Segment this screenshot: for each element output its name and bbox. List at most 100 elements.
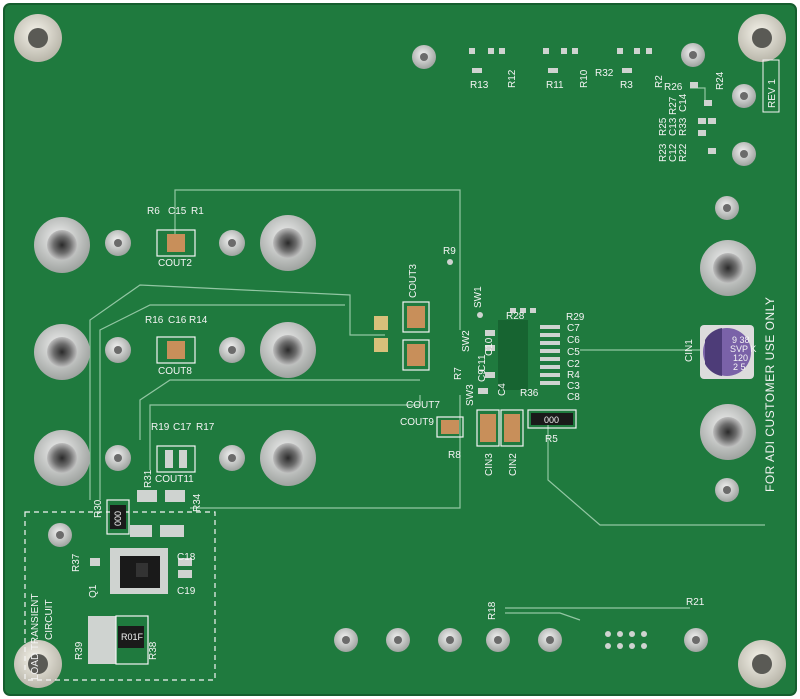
small-pads-top <box>469 48 716 154</box>
resistor-r38: R01F <box>88 615 149 665</box>
label-c6: C6 <box>567 335 580 346</box>
terminal-hole[interactable] <box>260 215 316 271</box>
load-transient-label: LOAD TRANSIENT <box>30 594 41 681</box>
resistor-r5: 000 <box>527 409 577 429</box>
label-c14: C14 <box>678 93 689 112</box>
capacitor-cout7 <box>402 339 430 371</box>
svg-text:000: 000 <box>544 415 559 425</box>
header-connector <box>605 631 647 649</box>
capacitor-cout2 <box>156 229 196 257</box>
label-r14: R14 <box>189 315 208 326</box>
label-r18: R18 <box>487 601 498 620</box>
load-transient-label-2: CIRCUIT <box>44 599 55 640</box>
terminal-hole[interactable] <box>34 217 90 273</box>
label-r25: R25 <box>658 117 669 136</box>
label-r21: R21 <box>686 597 705 608</box>
label-c3: C3 <box>567 381 580 392</box>
label-r37: R37 <box>71 553 82 572</box>
label-c12: C12 <box>668 143 679 162</box>
label-c7: C7 <box>567 323 580 334</box>
terminal-hole[interactable] <box>34 324 90 380</box>
standoff-top-left <box>14 14 62 62</box>
label-c17: C17 <box>173 422 192 433</box>
terminal-hole[interactable] <box>34 430 90 486</box>
label-cout3: COUT3 <box>408 264 419 298</box>
test-point-holes <box>56 51 748 644</box>
label-r28: R28 <box>506 311 525 322</box>
label-cin3: CIN3 <box>484 453 495 476</box>
terminal-hole[interactable] <box>700 404 756 460</box>
label-r34: R34 <box>192 493 203 512</box>
label-r17: R17 <box>196 422 215 433</box>
label-r9: R9 <box>443 246 456 257</box>
trace-lines <box>89 87 765 621</box>
label-r39: R39 <box>74 641 85 660</box>
label-c16: C16 <box>168 315 187 326</box>
label-c8: C8 <box>567 392 580 403</box>
label-q1: Q1 <box>88 584 99 598</box>
label-r1: R1 <box>191 206 204 217</box>
customer-notice: FOR ADI CUSTOMER USE ONLY <box>763 297 777 492</box>
capacitor-cout9 <box>436 416 464 438</box>
gold-pad <box>374 316 388 330</box>
label-r19: R19 <box>151 422 170 433</box>
label-cout7: COUT7 <box>406 400 440 411</box>
standoff-bottom-right <box>738 640 786 688</box>
transistor-q1 <box>90 548 192 594</box>
standoff-top-right <box>738 14 786 62</box>
label-c4: C4 <box>497 383 508 396</box>
label-r32: R32 <box>595 68 614 79</box>
capacitor-cout8 <box>156 336 196 364</box>
terminal-hole[interactable] <box>260 430 316 486</box>
label-r16: R16 <box>145 315 164 326</box>
svg-text:SVP K: SVP K <box>730 344 756 354</box>
label-cin2: CIN2 <box>508 453 519 476</box>
label-r12: R12 <box>507 69 518 88</box>
label-r2: R2 <box>654 75 665 88</box>
label-c9: C9 <box>477 369 488 382</box>
label-cout9: COUT9 <box>400 417 434 428</box>
label-c11: C11 <box>477 354 488 372</box>
label-r10: R10 <box>579 69 590 88</box>
label-c13: C13 <box>668 117 679 136</box>
svg-text:120: 120 <box>733 353 748 363</box>
label-sw2: SW2 <box>461 330 472 352</box>
label-r30: R30 <box>93 499 104 518</box>
revision-box: REV 1 <box>762 59 780 113</box>
label-c15: C15 <box>168 206 187 217</box>
svg-text:REV 1: REV 1 <box>767 79 778 108</box>
label-sw3: SW3 <box>465 384 476 406</box>
svg-text:R01F: R01F <box>121 632 144 642</box>
label-r36: R36 <box>520 388 539 399</box>
capacitor-cout11 <box>156 445 196 473</box>
label-r11: R11 <box>546 80 564 91</box>
standoff-bottom-left <box>14 640 62 688</box>
label-r23: R23 <box>658 143 669 162</box>
svg-text:2 5: 2 5 <box>733 362 746 372</box>
label-cout11: COUT11 <box>155 474 194 485</box>
label-sw1: SW1 <box>473 286 484 308</box>
label-r38: R38 <box>148 641 159 660</box>
terminal-hole[interactable] <box>700 240 756 296</box>
solder-mask <box>3 3 797 696</box>
label-r13: R13 <box>470 80 489 91</box>
label-c2: C2 <box>567 359 580 370</box>
label-cin1: CIN1 <box>684 339 695 362</box>
gold-pad <box>374 338 388 352</box>
resistor-r30 <box>106 499 130 535</box>
label-r4: R4 <box>567 370 580 381</box>
capacitor-cin3 <box>476 409 500 447</box>
label-c18: C18 <box>177 552 196 563</box>
label-r24: R24 <box>715 71 726 90</box>
label-r6: R6 <box>147 206 160 217</box>
ic-cluster <box>447 259 560 394</box>
label-r26: R26 <box>664 82 683 93</box>
terminal-hole[interactable] <box>260 322 316 378</box>
label-c19: C19 <box>177 586 196 597</box>
label-cout8: COUT8 <box>158 366 192 377</box>
label-r8: R8 <box>448 450 461 461</box>
r30-body-marking: 000 <box>113 511 123 526</box>
label-r27: R27 <box>668 96 679 115</box>
svg-text:9 38: 9 38 <box>732 335 750 345</box>
label-r3: R3 <box>620 80 633 91</box>
